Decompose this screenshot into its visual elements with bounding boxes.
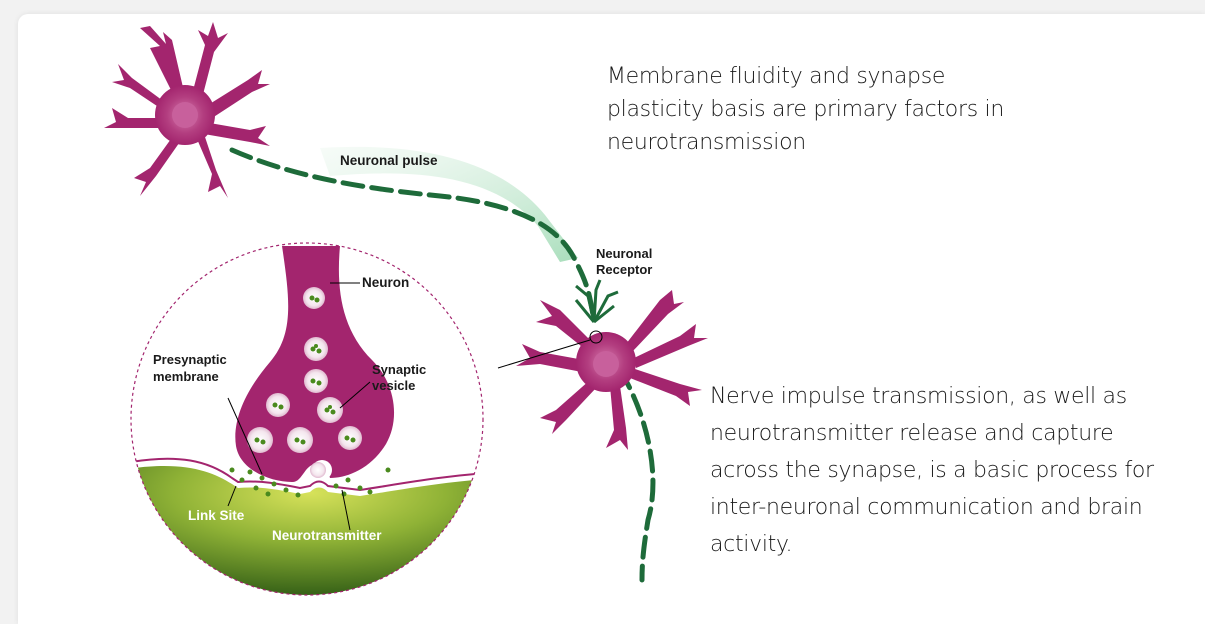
synapse-zoom [120, 240, 500, 600]
label-receptor-line1: Neuronal [596, 246, 652, 261]
label-presynaptic-line1: Presynaptic [153, 352, 227, 367]
label-presynaptic-line2: membrane [153, 369, 219, 384]
label-vesicle-line1: Synaptic [372, 362, 426, 377]
label-neuronal-pulse: Neuronal pulse [340, 153, 438, 168]
intro-paragraph: Membrane fluidity and synapse plasticity… [607, 60, 1007, 159]
label-neuron: Neuron [362, 275, 409, 290]
postsynaptic-neuron [516, 290, 708, 450]
label-link-site: Link Site [188, 508, 245, 523]
axon-down-path [620, 370, 653, 580]
description-paragraph: Nerve impulse transmission, as well as n… [710, 378, 1180, 563]
label-receptor-line2: Receptor [596, 262, 652, 277]
label-vesicle-line2: vesicle [372, 378, 415, 393]
label-neurotransmitter: Neurotransmitter [272, 528, 382, 543]
presynaptic-neuron [104, 22, 270, 198]
receptor-terminals [576, 280, 618, 322]
